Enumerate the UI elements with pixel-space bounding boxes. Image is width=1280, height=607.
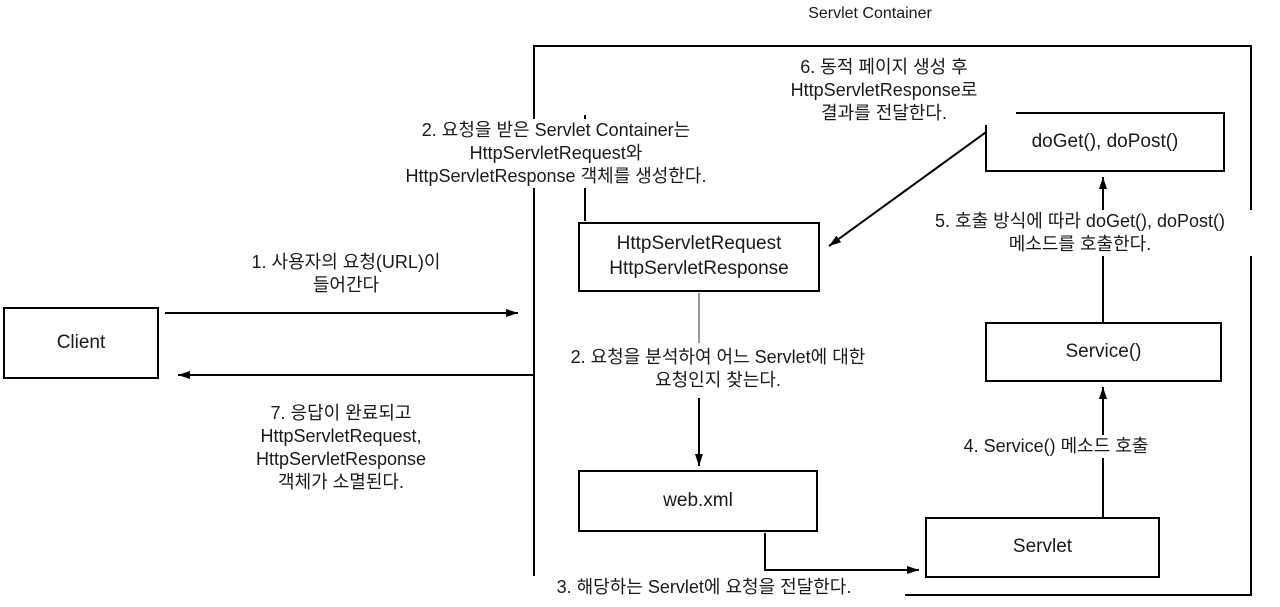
diagram-title: Servlet Container: [808, 5, 932, 22]
node-servlet: Servlet: [925, 517, 1160, 578]
label-step1: 1. 사용자의 요청(URL)이 들어간다: [206, 251, 486, 298]
label-step5: 5. 호출 방식에 따라 doGet(), doPost() 메소드를 호출한다…: [884, 210, 1276, 257]
label-step7: 7. 응답이 완료되고 HttpServletRequest, HttpServ…: [226, 402, 456, 495]
arrow-forward-to-servlet: [764, 533, 919, 574]
label-step4: 4. Service() 메소드 호출: [927, 435, 1185, 459]
node-doget-dopost: doGet(), doPost(): [985, 112, 1225, 172]
label-step2-create: 2. 요청을 받은 Servlet Container는 HttpServlet…: [386, 119, 726, 189]
node-client: Client: [3, 307, 159, 379]
arrow-deliver-result: [828, 121, 1001, 247]
node-webxml: web.xml: [578, 470, 818, 532]
node-service: Service(): [985, 322, 1222, 382]
label-step2-analyze: 2. 요청을 분석하여 어느 Servlet에 대한 요청인지 찾는다.: [540, 346, 896, 393]
label-step6: 6. 동적 페이지 생성 후 HttpServletResponse로 결과를 …: [752, 56, 1016, 126]
label-step3: 3. 해당하는 Servlet에 요청을 전달한다.: [503, 576, 905, 600]
node-request-response: HttpServletRequest HttpServletResponse: [578, 222, 820, 292]
